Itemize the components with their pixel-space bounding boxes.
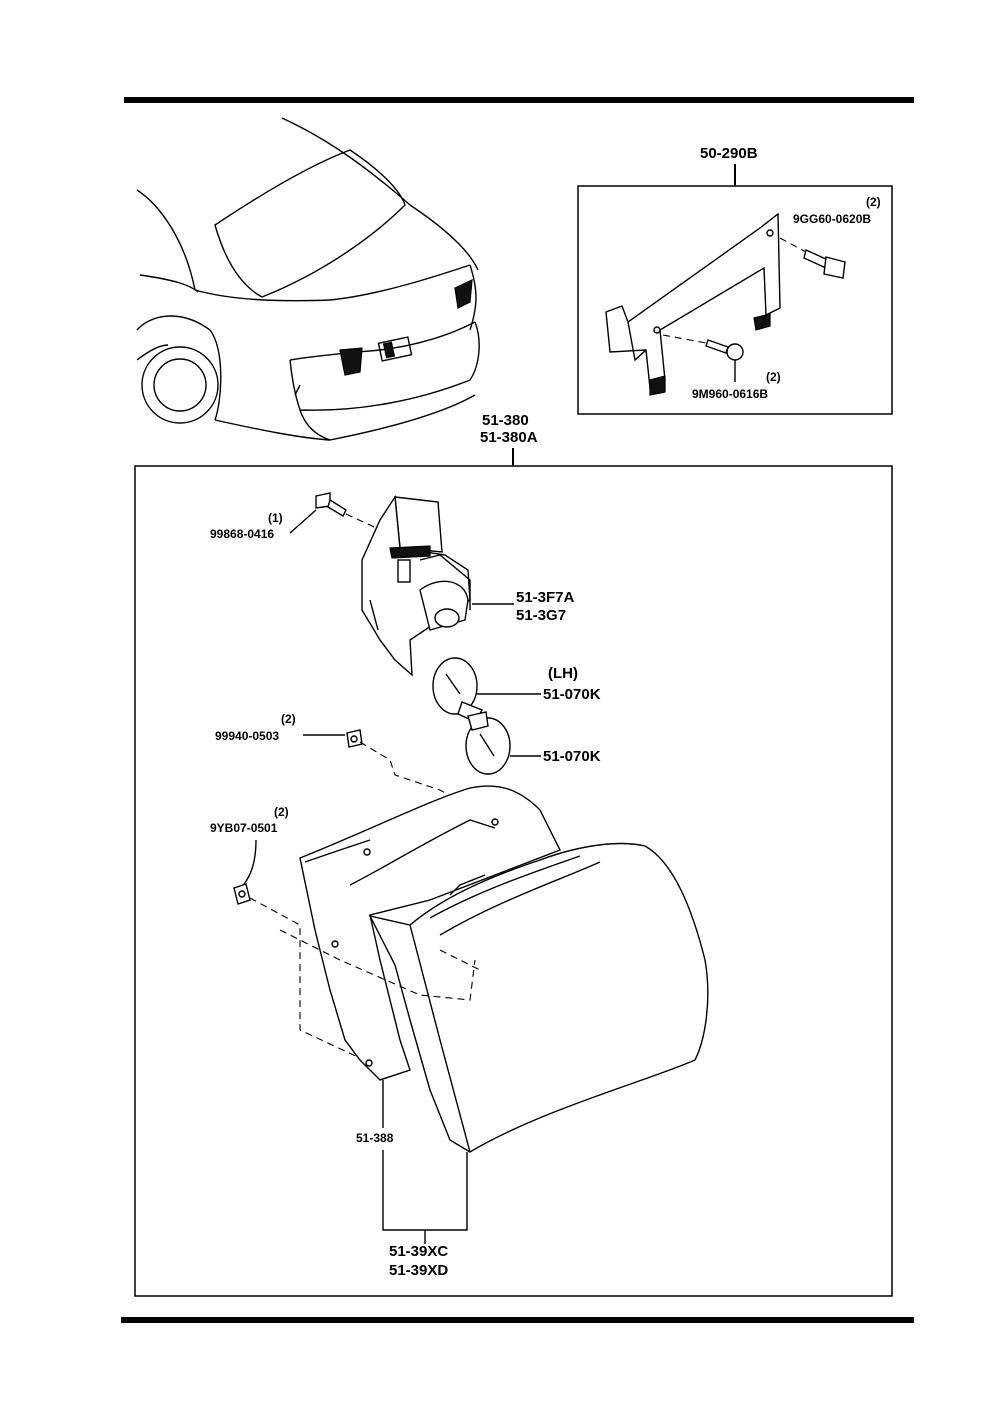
bottom-rule <box>121 1317 914 1323</box>
lamp-assembly-box <box>134 465 893 1297</box>
car-rear-illustration <box>136 117 480 441</box>
label-nut-lower: 9YB07-0501 <box>210 821 278 835</box>
label-bracket-assembly: 50-290B <box>700 145 758 162</box>
label-lens-b: 51-39XD <box>389 1262 448 1279</box>
socket-assembly <box>361 494 471 677</box>
bracket-part <box>605 212 781 396</box>
screw-icon <box>662 334 744 361</box>
label-lamp-assembly-b: 51-380A <box>480 429 538 446</box>
nut-lower-icon <box>233 883 361 1059</box>
label-lens-a: 51-39XC <box>389 1243 448 1260</box>
top-rule <box>124 97 914 103</box>
label-bulb-lower: 51-070K <box>543 748 601 765</box>
bolt-icon <box>779 237 846 279</box>
label-lamp-assembly-a: 51-380 <box>482 412 529 429</box>
label-bulb-upper: 51-070K <box>543 686 601 703</box>
label-screw-bracket-qty: (2) <box>766 370 781 384</box>
label-bolt-bracket-qty: (2) <box>866 195 881 209</box>
label-socket-a: 51-3F7A <box>516 589 575 606</box>
label-nut-upper: 99940-0503 <box>215 729 279 743</box>
label-nut-upper-qty: (2) <box>281 712 296 726</box>
label-socket-b: 51-3G7 <box>516 607 566 624</box>
socket-screw-icon <box>315 492 386 533</box>
bulb-upper-icon <box>432 657 483 723</box>
label-bolt-bracket: 9GG60-0620B <box>793 212 871 226</box>
nut-upper-icon <box>346 729 549 851</box>
gasket-part <box>299 785 561 1081</box>
bracket-box <box>577 185 893 415</box>
label-screw-socket-qty: (1) <box>268 511 283 525</box>
label-screw-bracket: 9M960-0616B <box>692 387 768 401</box>
label-bulb-side: (LH) <box>548 665 578 682</box>
bulb-lower-icon <box>465 711 511 775</box>
label-nut-lower-qty: (2) <box>274 805 289 819</box>
label-screw-socket: 99868-0416 <box>210 527 274 541</box>
label-gasket: 51-388 <box>356 1131 394 1145</box>
lens-part <box>279 842 709 1153</box>
